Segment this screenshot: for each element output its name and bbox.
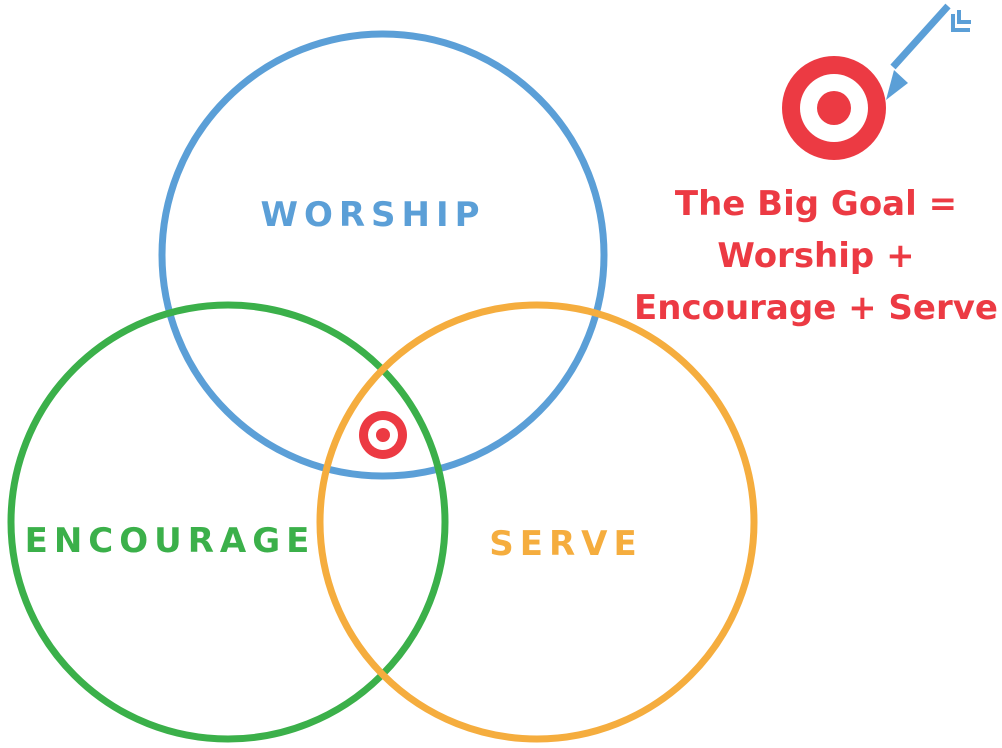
serve-label: SERVE — [489, 524, 642, 564]
worship-label: WORSHIP — [260, 195, 485, 235]
serve-circle — [316, 301, 758, 743]
worship-circle — [158, 30, 608, 480]
goal-line-1: The Big Goal = — [674, 184, 958, 224]
goal-caption: The Big Goal = Worship + Encourage + Ser… — [630, 178, 1002, 334]
goal-target-icon — [782, 56, 886, 160]
arrow-icon — [886, 3, 971, 100]
encourage-circle — [7, 301, 449, 743]
center-target-icon — [359, 411, 407, 459]
encourage-label: ENCOURAGE — [25, 521, 316, 561]
goal-line-3: Encourage + Serve — [634, 288, 998, 328]
goal-line-2: Worship + — [717, 236, 915, 276]
